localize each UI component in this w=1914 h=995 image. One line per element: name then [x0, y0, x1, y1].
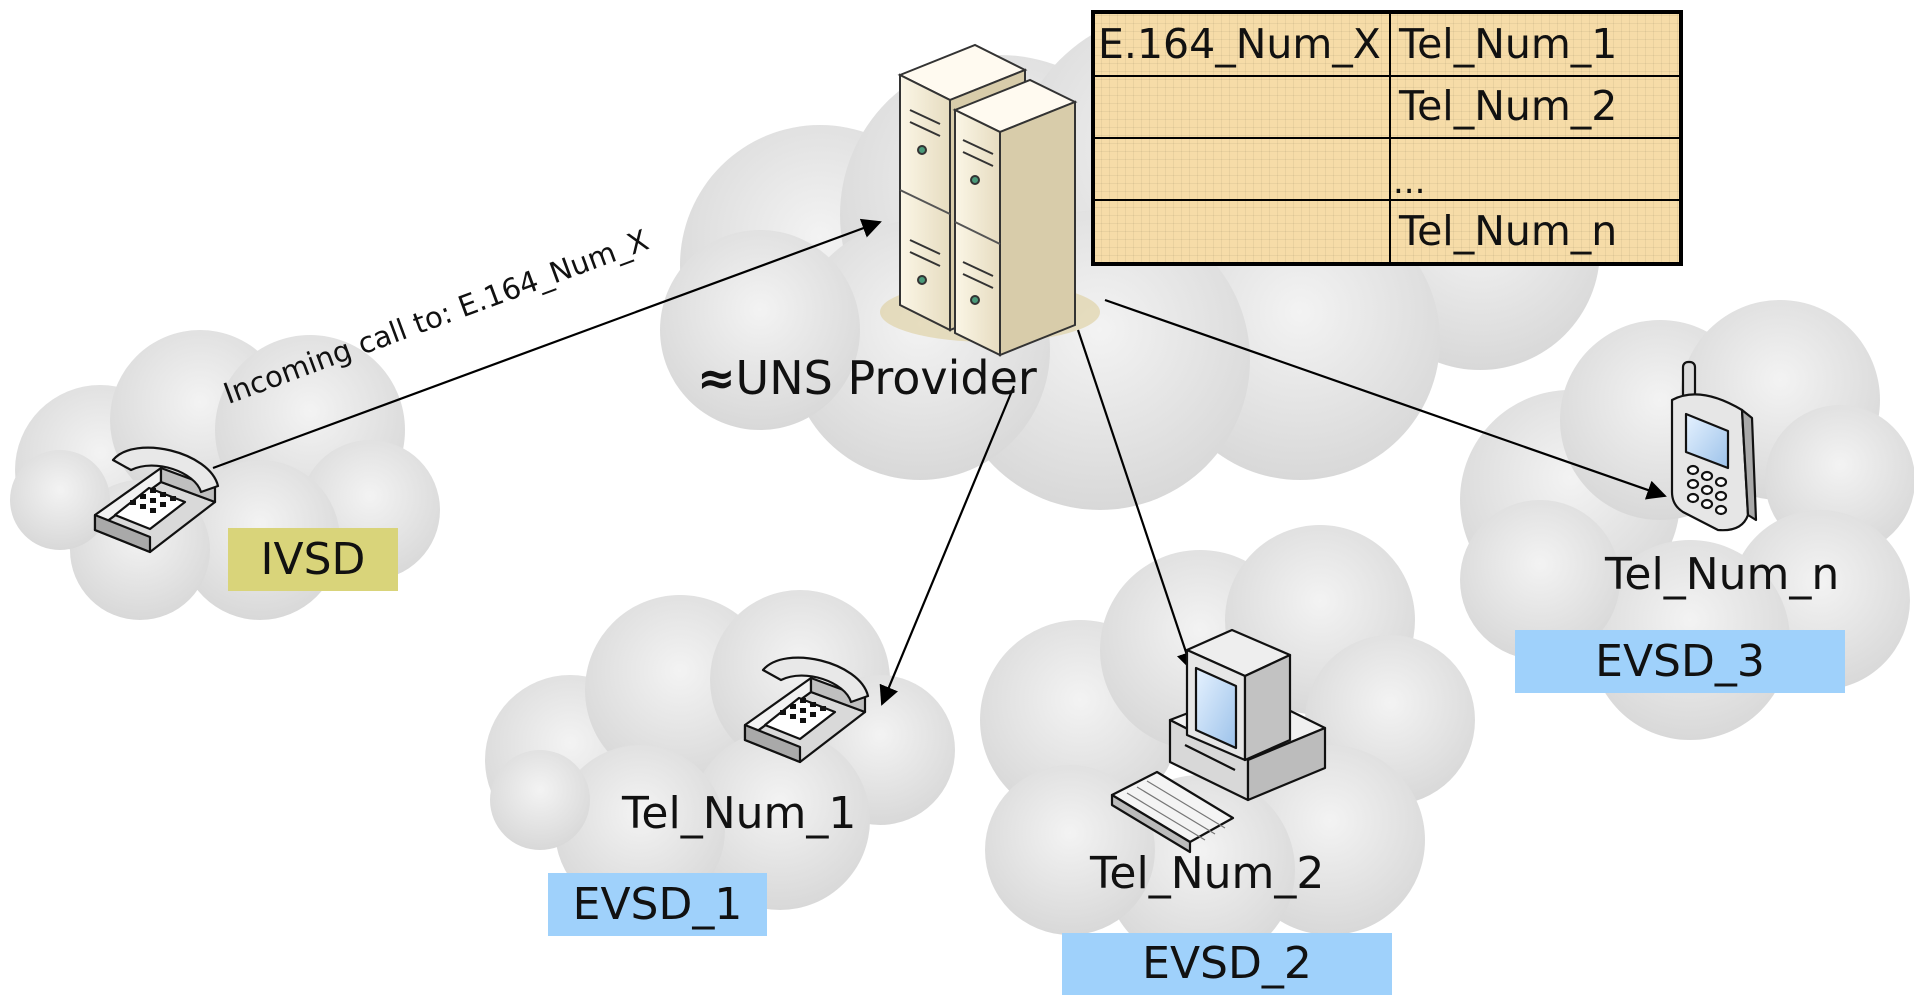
desk-phone-icon [93, 446, 220, 554]
evsd-badge: EVSD_2 [1062, 933, 1392, 995]
ivsd-badge: IVSD [228, 528, 398, 591]
provider-name: UNS Provider [735, 351, 1037, 405]
route-to-tel-num-1-arrow [879, 385, 1016, 706]
route-to-tel-num-n-arrow [1104, 298, 1667, 500]
table-cell-tel-num: Tel_Num_2 [1389, 74, 1682, 139]
table-cell-e164: E.164_Num_X [1092, 11, 1391, 77]
endpoint-number-label: Tel_Num_2 [1090, 848, 1325, 899]
uns-provider-label: ≈UNS Provider [697, 355, 1037, 401]
number-mapping-table: E.164_Num_X Tel_Num_1 Tel_Num_2 ... Tel_… [1091, 10, 1683, 266]
endpoint-number-label: Tel_Num_n [1605, 549, 1840, 600]
table-cell-e164 [1092, 199, 1391, 265]
endpoint-number-label: Tel_Num_1 [622, 788, 857, 839]
table-row: E.164_Num_X Tel_Num_1 [1092, 11, 1682, 77]
call-flow-arrows [212, 218, 1667, 706]
incoming-call-arrow [212, 218, 882, 470]
table-row: Tel_Num_n [1092, 199, 1682, 265]
desktop-computer-icon [1110, 628, 1327, 854]
table-cell-e164 [1092, 74, 1391, 139]
evsd-badge: EVSD_1 [548, 873, 767, 936]
table-cell-e164 [1092, 136, 1391, 202]
route-to-tel-num-2-arrow [1076, 329, 1196, 672]
approx-symbol: ≈ [697, 351, 736, 405]
mobile-phone-icon [1670, 360, 1758, 532]
server-cluster-icon [880, 43, 1100, 357]
evsd-badge: EVSD_3 [1515, 630, 1845, 693]
desk-phone-icon [743, 656, 870, 764]
table-row: ... [1092, 136, 1682, 202]
evsd-1-cloud [485, 590, 955, 915]
table-cell-tel-num: Tel_Num_n [1389, 199, 1682, 265]
table-cell-tel-num: ... [1389, 136, 1682, 202]
table-cell-tel-num: Tel_Num_1 [1389, 11, 1682, 77]
table-row: Tel_Num_2 [1092, 74, 1682, 139]
